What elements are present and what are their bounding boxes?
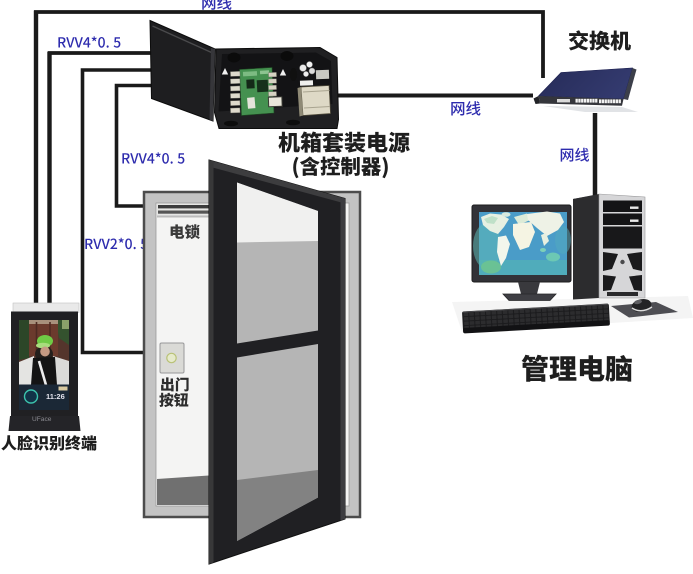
svg-text:11:26: 11:26	[46, 392, 65, 401]
svg-text:UFace: UFace	[32, 416, 52, 423]
